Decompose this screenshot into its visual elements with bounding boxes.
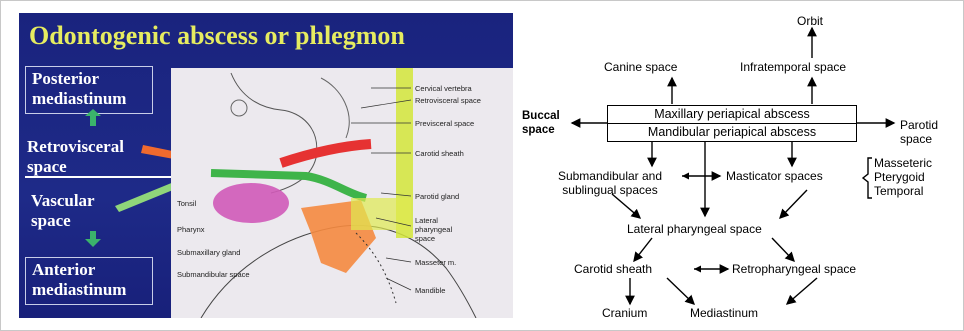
anatomy-illustration: Cervical vertebra Retrovisceral space Pr…	[171, 68, 513, 318]
node-temporal: Temporal	[874, 184, 923, 198]
node-retropharyngeal: Retropharyngeal space	[732, 262, 856, 276]
node-masseteric: Masseteric	[874, 156, 932, 170]
label-lateral-pharyngeal-space: Lateral pharyngeal space	[415, 216, 471, 243]
label-retrovisceral-space: Retrovisceral space	[415, 96, 481, 105]
label-carotid-sheath: Carotid sheath	[415, 149, 464, 158]
anatomy-drawing	[171, 68, 513, 318]
up-arrow-icon	[85, 109, 101, 126]
node-orbit: Orbit	[797, 14, 823, 28]
label-pharynx: Pharynx	[177, 225, 205, 234]
label-masseter: Masseter m.	[415, 258, 456, 267]
label-submaxillary-gland: Submaxillary gland	[177, 248, 240, 257]
node-buccal-space: Buccal space	[522, 109, 570, 137]
label-mandible: Mandible	[415, 286, 445, 295]
node-cranium: Cranium	[602, 306, 647, 320]
label-cervical-vertebra: Cervical vertebra	[415, 84, 472, 93]
node-infratemporal-space: Infratemporal space	[740, 60, 846, 74]
node-pterygoid: Pterygoid	[874, 170, 925, 184]
label-parotid-gland: Parotid gland	[415, 192, 459, 201]
label-tonsil: Tonsil	[177, 199, 196, 208]
down-arrow-icon	[85, 231, 101, 247]
anatomy-slide: Odontogenic abscess or phlegmon Posterio…	[19, 13, 513, 318]
label-submandibular-space: Submandibular space	[177, 270, 250, 279]
spread-flowchart: Orbit Canine space Infratemporal space B…	[522, 6, 963, 327]
node-lateral-pharyngeal: Lateral pharyngeal space	[627, 222, 762, 236]
node-mediastinum: Mediastinum	[690, 306, 758, 320]
node-carotid-sheath: Carotid sheath	[574, 262, 652, 276]
node-submandibular-sublingual: Submandibular and sublingual spaces	[540, 169, 680, 197]
node-masticator-spaces: Masticator spaces	[726, 169, 823, 183]
node-maxillary-abscess: Maxillary periapical abscess	[607, 105, 857, 124]
node-parotid-space: Parotid space	[900, 118, 960, 146]
label-previsceral-space: Previsceral space	[415, 119, 474, 128]
node-mandibular-abscess: Mandibular periapical abscess	[607, 123, 857, 142]
node-canine-space: Canine space	[604, 60, 677, 74]
